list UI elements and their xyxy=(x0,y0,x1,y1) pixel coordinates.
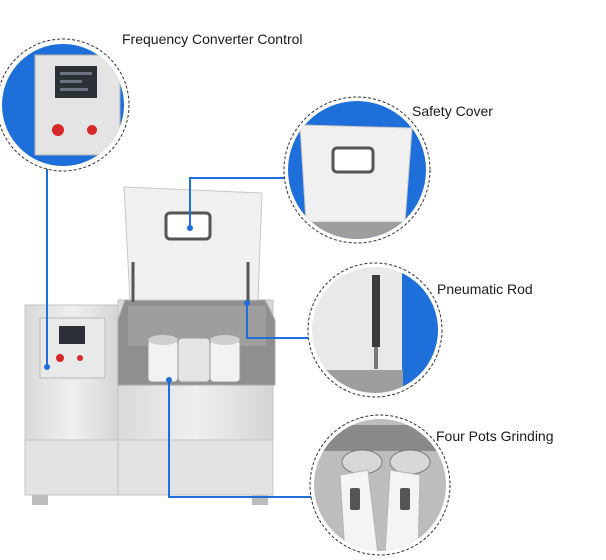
planetary-ball-mill xyxy=(24,186,276,505)
callout-four-pots xyxy=(309,414,451,556)
zoom-pot-left xyxy=(341,449,383,475)
label-safety-cover: Safety Cover xyxy=(412,103,493,119)
leader-lines xyxy=(46,167,316,498)
zoom-pneumatic-rod xyxy=(372,275,380,347)
machine-foot-right xyxy=(252,495,268,505)
zoom-clamp-right xyxy=(384,469,421,551)
callout-safety-cover xyxy=(283,96,431,244)
safety-lid xyxy=(123,186,263,301)
zoom-stop-button xyxy=(87,125,97,135)
zoom-start-button xyxy=(52,124,64,136)
leader-pneu xyxy=(246,303,312,339)
control-tower-base xyxy=(24,439,121,496)
start-button xyxy=(56,354,64,362)
leader-safety xyxy=(189,177,289,228)
leader-pots xyxy=(168,380,316,498)
callout-pneumatic-rod xyxy=(307,262,443,398)
leader-dots xyxy=(44,225,250,383)
label-four-pots-grinding: Four Pots Grinding xyxy=(436,428,554,444)
label-pneumatic-rod: Pneumatic Rod xyxy=(437,281,533,297)
callout-frequency-converter xyxy=(0,38,130,172)
stop-button xyxy=(77,355,83,361)
control-screen xyxy=(59,326,85,344)
machine-foot-left xyxy=(32,495,48,505)
zoom-lid-window xyxy=(331,146,375,174)
grinding-pots xyxy=(147,335,241,383)
zoom-pot-right xyxy=(389,449,431,475)
zoom-clamp-left xyxy=(339,469,379,551)
chamber-base xyxy=(117,439,274,496)
label-frequency-converter-control: Frequency Converter Control xyxy=(122,31,303,47)
